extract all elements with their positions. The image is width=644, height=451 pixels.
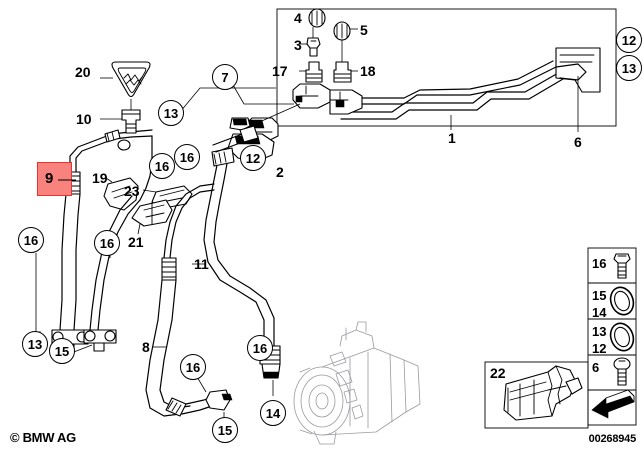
highlight-box-9	[37, 162, 72, 196]
legend-box	[587, 247, 637, 426]
callout-14[interactable]: 14	[260, 400, 286, 426]
callout-12-b[interactable]: 12	[616, 27, 642, 53]
label-18: 18	[360, 63, 376, 79]
callout-7[interactable]: 7	[212, 64, 238, 90]
valve-caps-and-ports	[292, 8, 363, 115]
label-5: 5	[360, 22, 368, 38]
highlight-label-9: 9	[45, 170, 54, 187]
label-21: 21	[128, 234, 144, 250]
bmw-copyright: © BMW AG	[10, 430, 76, 445]
callout-16-a[interactable]: 16	[174, 144, 200, 170]
callout-13-c[interactable]: 13	[616, 55, 642, 81]
label-4: 4	[294, 10, 302, 26]
legend-number-15: 15	[592, 288, 607, 303]
label-20: 20	[75, 64, 91, 80]
label-6: 6	[574, 134, 582, 150]
callout-16-c[interactable]: 16	[18, 227, 44, 253]
bolt-icon-16	[613, 253, 631, 279]
label-22: 22	[490, 365, 506, 381]
callout-16-b[interactable]: 16	[149, 153, 175, 179]
label-23: 23	[124, 183, 140, 199]
callout-12-a[interactable]: 12	[240, 145, 266, 171]
legend-number-13: 13	[592, 324, 607, 339]
callout-16-d[interactable]: 16	[94, 230, 120, 256]
ac-compressor	[293, 321, 421, 445]
label-8: 8	[142, 339, 150, 355]
callout-16-f[interactable]: 16	[247, 335, 273, 361]
callout-15-b[interactable]: 15	[212, 417, 238, 443]
callout-13-a[interactable]: 13	[158, 100, 184, 126]
label-11: 11	[194, 256, 209, 272]
hose-8	[139, 135, 233, 418]
arrow-icon	[591, 389, 635, 419]
legend-number-14: 14	[592, 305, 607, 320]
callout-13-b[interactable]: 13	[22, 331, 48, 357]
bracket-22-box	[484, 361, 589, 429]
diagram-part-number: 00268945	[588, 433, 637, 445]
label-2: 2	[276, 164, 284, 180]
legend-number-6: 6	[592, 360, 600, 375]
sensor-10-and-warning-20	[100, 61, 151, 134]
label-10: 10	[76, 111, 92, 127]
fittings-23-21	[131, 185, 193, 235]
o-ring-icon-15-14	[609, 286, 635, 316]
bracket-19	[103, 177, 139, 211]
label-1: 1	[448, 130, 456, 146]
legend-number-12: 12	[592, 341, 607, 356]
o-ring-icon-13-12	[609, 322, 635, 352]
label-3: 3	[294, 37, 302, 53]
label-17: 17	[272, 63, 288, 79]
bolt-icon-6	[613, 357, 631, 386]
callout-15-a[interactable]: 15	[49, 338, 75, 364]
legend-number-16: 16	[592, 256, 607, 271]
callout-16-e[interactable]: 16	[180, 354, 206, 380]
pipe-assembly-1	[340, 47, 601, 132]
label-19: 19	[92, 170, 108, 186]
